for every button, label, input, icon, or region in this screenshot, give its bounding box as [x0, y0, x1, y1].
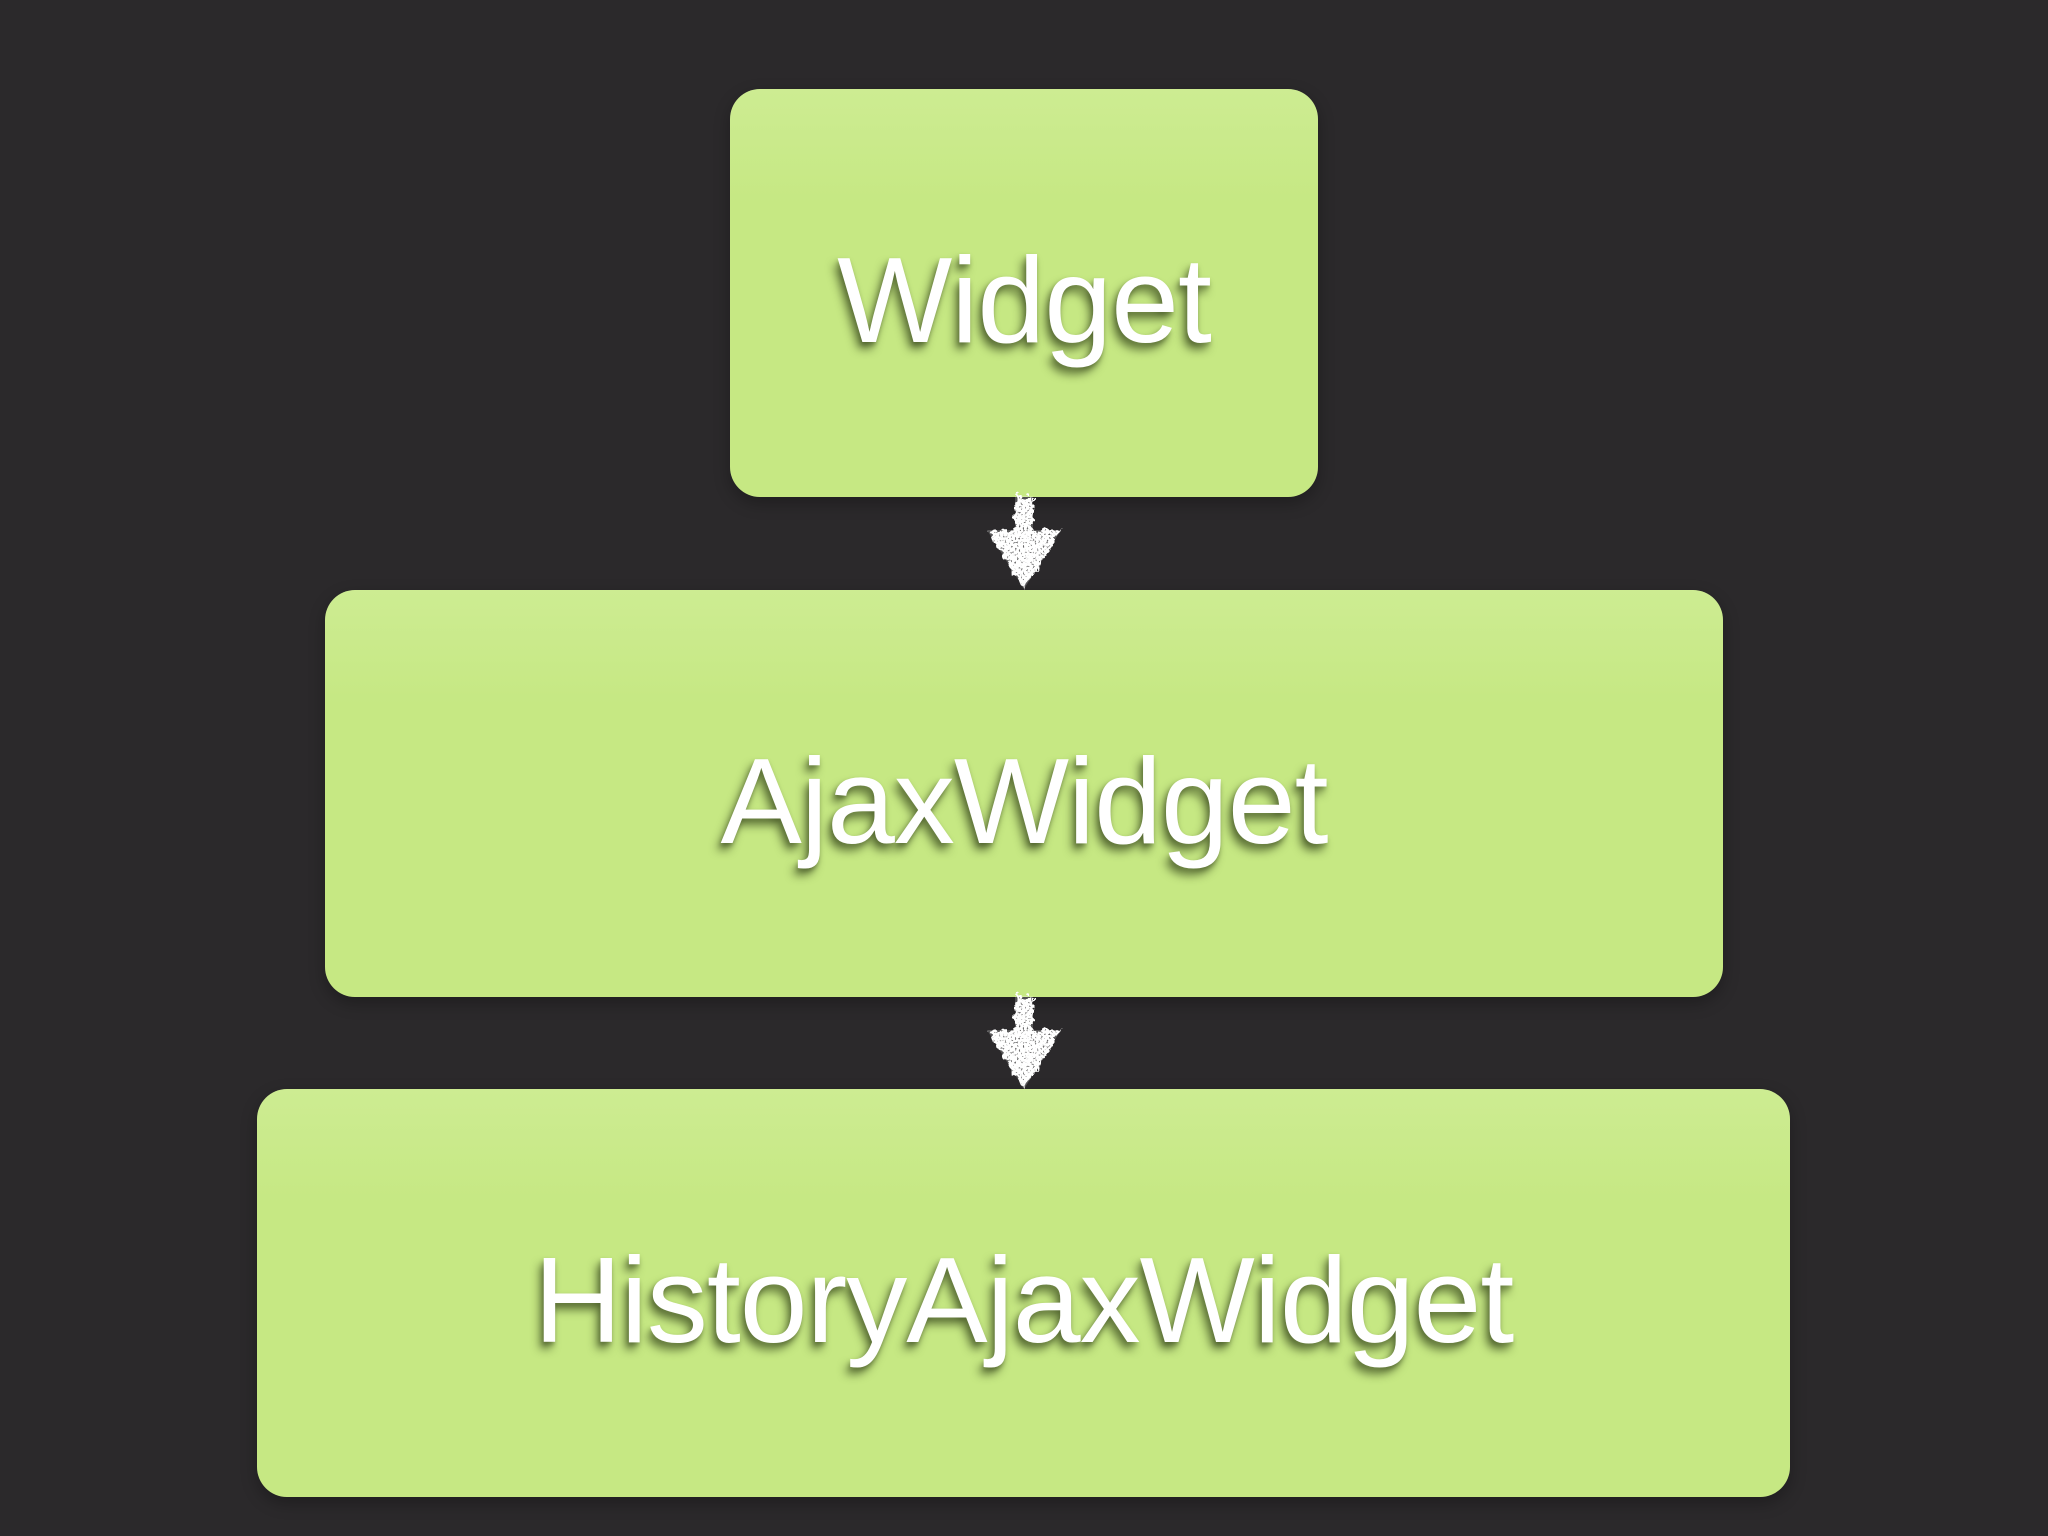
node-widget: Widget [730, 89, 1318, 497]
node-widget-label: Widget [837, 232, 1212, 368]
arrow-down-icon [987, 496, 1061, 589]
node-history-ajax-widget-label: HistoryAjaxWidget [533, 1232, 1515, 1368]
node-ajax-widget-label: AjaxWidget [720, 732, 1328, 869]
arrow-down-icon [987, 996, 1061, 1089]
arrow-shape [987, 496, 1061, 589]
arrow-shape [987, 996, 1061, 1089]
node-history-ajax-widget: HistoryAjaxWidget [257, 1089, 1790, 1497]
node-ajax-widget: AjaxWidget [325, 590, 1723, 997]
